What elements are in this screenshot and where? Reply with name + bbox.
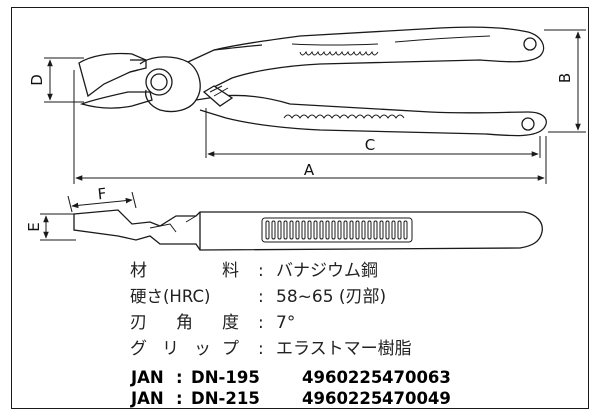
spec-grip-sep: : <box>258 339 264 359</box>
upper-handle <box>187 26 545 93</box>
spec-grip-label-1: グ <box>130 339 147 359</box>
pivot-ring-inner <box>150 73 168 91</box>
lower-jaw <box>79 91 153 109</box>
spec-edge-angle-label-2: 角 <box>176 313 193 333</box>
dimension-b-label: B <box>556 73 574 83</box>
dimension-d <box>44 57 84 103</box>
jan-1-code2: 470063 <box>382 368 451 387</box>
dimension-a <box>73 70 547 184</box>
spec-material-sep: : <box>258 261 264 281</box>
spec-grip-label-3: ッ <box>194 339 211 359</box>
jan-2-code2: 470049 <box>382 389 451 408</box>
jan-1-code1: 4960225 <box>302 368 383 387</box>
dimension-e-label: E <box>25 222 43 231</box>
jan-2-sep: : <box>176 389 183 408</box>
dimension-c-label: C <box>365 136 375 154</box>
spec-grip-label-2: リ <box>162 339 179 359</box>
pivot-ring <box>145 68 173 96</box>
jan-2-code1: 4960225 <box>302 389 383 408</box>
spec-grip-value: エラストマー樹脂 <box>276 339 412 359</box>
spec-edge-angle-label-1: 刃 <box>130 313 147 333</box>
spec-material-value: バナジウム鋼 <box>276 261 378 281</box>
joint-plate <box>202 85 234 107</box>
upper-handle-hole <box>523 37 537 51</box>
spec-grip-label-4: プ <box>222 339 239 359</box>
spec-material-label-1: 材 <box>130 261 147 281</box>
spec-hardness-label: 硬さ(HRC) <box>130 287 211 306</box>
jan-2-model: DN-215 <box>191 389 260 408</box>
spec-edge-angle-sep: : <box>258 313 264 333</box>
jan-2-prefix: JAN <box>131 389 164 408</box>
spec-hardness-value: 58~65 (刃部) <box>276 287 387 307</box>
jan-1-model: DN-195 <box>191 368 260 387</box>
dimension-a-label: A <box>304 161 315 179</box>
dimension-c <box>205 108 541 158</box>
dimension-d-label: D <box>28 74 46 86</box>
plier-top-view <box>78 26 547 137</box>
spec-hardness-sep: : <box>258 287 264 307</box>
spec-material-label-2: 料 <box>222 261 239 281</box>
spec-edge-angle-value: 7° <box>276 313 296 333</box>
spec-edge-angle-label-3: 度 <box>222 313 239 333</box>
jan-1-sep: : <box>176 368 183 387</box>
jan-1-prefix: JAN <box>131 368 164 387</box>
dimension-f-label: F <box>97 185 107 204</box>
lower-handle <box>195 94 547 137</box>
grip-texture-frame <box>261 217 413 243</box>
dimension-f <box>67 191 137 213</box>
drawing-frame <box>11 7 589 409</box>
dimension-e <box>40 213 76 241</box>
dimension-b <box>544 29 586 133</box>
plier-head <box>139 56 201 113</box>
upper-jaw <box>78 52 147 98</box>
grip-ribs <box>265 220 408 240</box>
lower-handle-hole <box>521 117 535 131</box>
plier-side-view <box>73 209 543 251</box>
